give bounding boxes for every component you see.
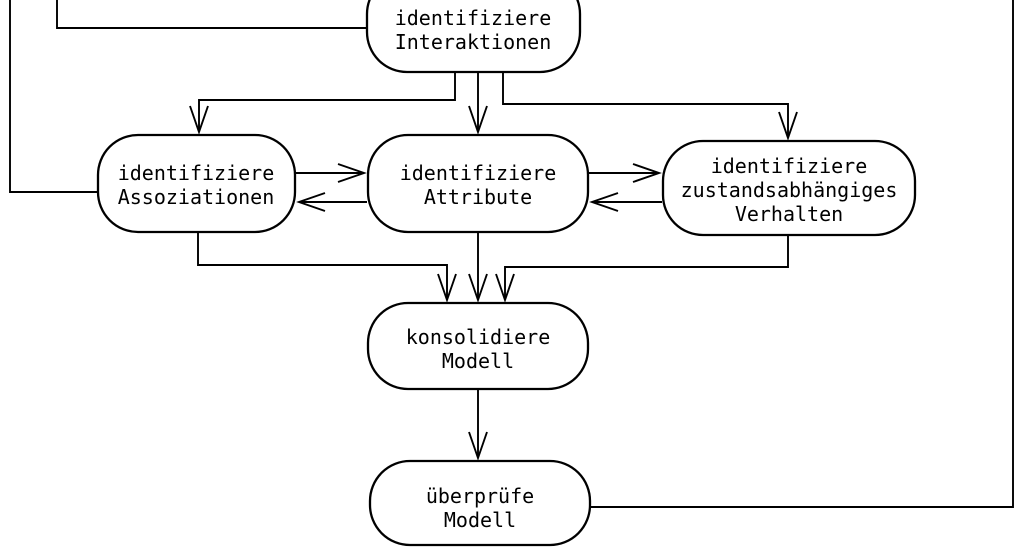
node-assoziationen-shape	[96, 133, 297, 234]
nodes: identifiziere Interaktionen identifizier…	[96, 0, 917, 547]
edge-interaktionen-to-assoziationen	[189, 70, 456, 135]
edge-ueberpruefe-feedback-right	[588, 0, 1014, 508]
node-interaktionen-shape	[365, 0, 582, 74]
node-interaktionen: identifiziere Interaktionen	[365, 0, 582, 74]
node-verhalten-label-line2: zustandsabhängiges	[681, 178, 898, 202]
edge-interaktionen-to-verhalten	[502, 70, 798, 141]
node-konsolidiere-shape	[366, 301, 590, 391]
node-ueberpruefe-label-line1: überprüfe	[426, 484, 534, 508]
edge-feedback-left-to-assoziationen	[9, 0, 99, 193]
node-konsolidiere-label-line2: Modell	[442, 349, 514, 373]
edge-verhalten-to-konsolidiere	[495, 233, 789, 303]
node-konsolidiere: konsolidiere Modell	[366, 301, 590, 391]
node-assoziationen: identifiziere Assoziationen	[96, 133, 297, 234]
node-interaktionen-label-line1: identifiziere	[395, 6, 552, 30]
node-assoziationen-label-line1: identifiziere	[118, 161, 275, 185]
node-attribute-label-line1: identifiziere	[400, 161, 557, 185]
edges	[9, 0, 1014, 508]
node-ueberpruefe-shape	[368, 459, 592, 547]
edge-feedback-left-to-interaktionen	[56, 0, 368, 29]
node-verhalten-shape	[661, 139, 917, 237]
node-assoziationen-label-line2: Assoziationen	[118, 185, 275, 209]
edge-assoziationen-to-konsolidiere	[197, 230, 457, 303]
node-interaktionen-label-line2: Interaktionen	[395, 30, 552, 54]
node-verhalten: identifiziere zustandsabhängiges Verhalt…	[661, 139, 917, 237]
node-verhalten-label-line1: identifiziere	[711, 154, 868, 178]
node-verhalten-label-line3: Verhalten	[735, 202, 843, 226]
node-attribute-label-line2: Attribute	[424, 185, 532, 209]
node-ueberpruefe: überprüfe Modell	[368, 459, 592, 547]
node-attribute-shape	[366, 133, 590, 234]
node-attribute: identifiziere Attribute	[366, 133, 590, 234]
node-ueberpruefe-label-line2: Modell	[444, 508, 516, 532]
node-konsolidiere-label-line1: konsolidiere	[406, 325, 551, 349]
